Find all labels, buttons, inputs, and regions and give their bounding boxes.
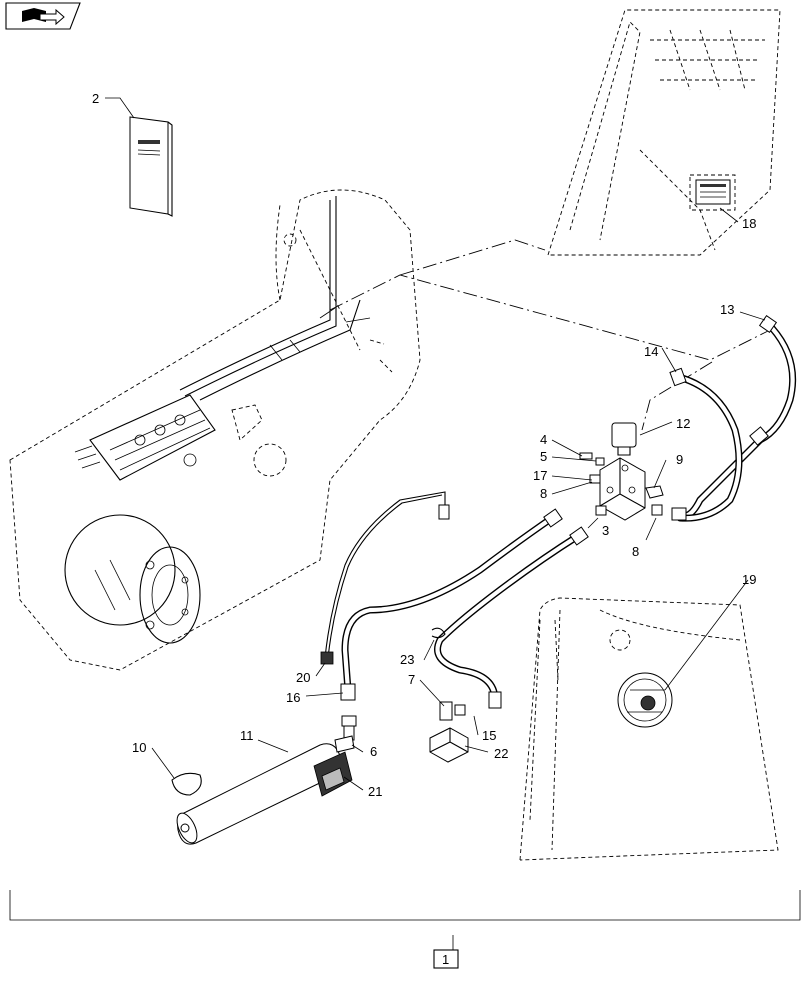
leader-lines — [9, 97, 801, 950]
callout-15: 15 — [482, 728, 496, 743]
callout-labels: 1 2 3 4 5 6 7 8 8 9 10 11 12 13 14 15 16… — [92, 91, 756, 969]
callout-22: 22 — [494, 746, 508, 761]
callout-8a: 8 — [540, 486, 547, 501]
callout-5: 5 — [540, 449, 547, 464]
callout-4: 4 — [540, 432, 547, 447]
wire-harness — [320, 491, 450, 665]
drive-motor — [64, 514, 201, 644]
control-valve — [74, 394, 216, 481]
callout-10: 10 — [132, 740, 146, 755]
book-arrow-icon[interactable] — [5, 2, 81, 30]
callout-19: 19 — [742, 572, 756, 587]
hose-assembly-13-14 — [669, 314, 797, 522]
callout-6: 6 — [370, 744, 377, 759]
callout-18: 18 — [742, 216, 756, 231]
filter-assembly — [171, 715, 357, 845]
tee-fitting — [429, 701, 469, 763]
callout-20: 20 — [296, 670, 310, 685]
callout-13: 13 — [720, 302, 734, 317]
callout-21: 21 — [368, 784, 382, 799]
callout-16: 16 — [286, 690, 300, 705]
cab-panel — [547, 9, 781, 256]
callout-23: 23 — [400, 652, 414, 667]
reference-line — [641, 361, 713, 431]
reference-line — [399, 239, 546, 276]
machine-frame — [9, 189, 421, 671]
hose-assembly-16-15 — [340, 508, 589, 709]
fuel-tank — [519, 597, 779, 861]
callout-2: 2 — [92, 91, 99, 106]
callout-14: 14 — [644, 344, 658, 359]
manual-booklet — [129, 116, 173, 217]
callout-8b: 8 — [632, 544, 639, 559]
callout-3: 3 — [602, 523, 609, 538]
callout-12: 12 — [676, 416, 690, 431]
callout-box-1 — [433, 949, 459, 969]
hose-clamp — [431, 627, 446, 639]
reference-line — [329, 274, 771, 361]
callout-7: 7 — [408, 672, 415, 687]
callout-17: 17 — [533, 468, 547, 483]
callout-1: 1 — [442, 952, 449, 967]
callout-11: 11 — [240, 728, 254, 743]
callout-9: 9 — [676, 452, 683, 467]
valve-block — [579, 422, 664, 521]
